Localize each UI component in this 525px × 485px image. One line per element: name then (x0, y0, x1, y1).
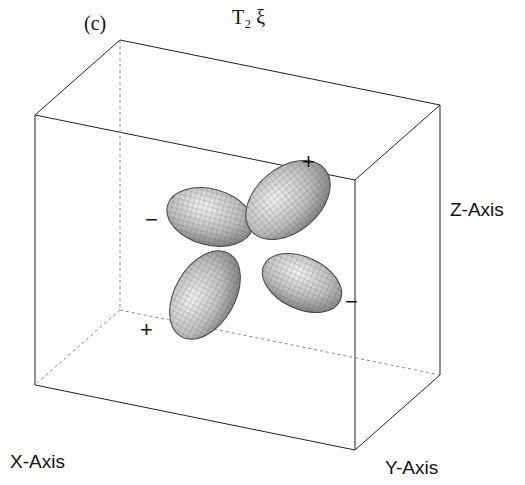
orbital-lobes (155, 145, 351, 352)
axis-label: Y-Axis (385, 458, 438, 479)
phase-sign: + (302, 150, 315, 174)
panel-letter: (c) (84, 12, 106, 34)
phase-sign: − (345, 290, 358, 314)
phase-sign: − (145, 208, 158, 232)
cube-box (35, 40, 440, 450)
figure-title: T₂ ξ (232, 6, 265, 28)
axis-label: X-Axis (10, 452, 65, 473)
axis-label: Z-Axis (450, 200, 504, 221)
phase-sign: + (140, 318, 153, 342)
